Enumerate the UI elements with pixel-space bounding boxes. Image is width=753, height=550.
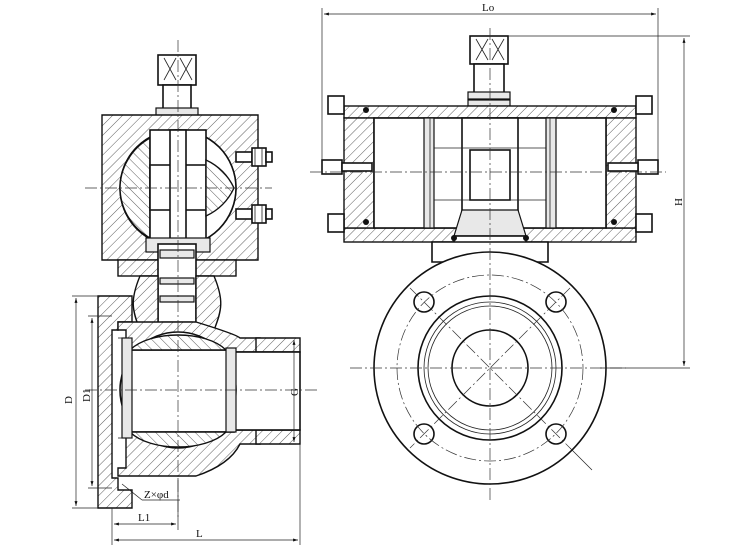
dim-label-g: G (289, 388, 301, 396)
left-dimensions: G D D1 L1 L Z×φd (63, 295, 301, 545)
dim-label-lo: Lo (482, 2, 495, 14)
dim-label-bolt: Z×φd (144, 489, 169, 501)
valve-body (97, 275, 301, 509)
left-section-view: G D D1 L1 L Z×φd (63, 40, 320, 545)
right-stem (467, 35, 511, 107)
stem-top (155, 54, 199, 125)
dim-label-d: D (63, 396, 75, 404)
bolt-circle (396, 274, 584, 462)
dim-label-d1: D1 (81, 389, 93, 402)
right-view: Lo H (310, 2, 690, 500)
bolt-diag-2 (409, 287, 571, 449)
dim-label-l: L (196, 528, 203, 540)
actuator-housing (101, 114, 259, 261)
dim-label-h: H (673, 198, 685, 206)
right-dimensions: Lo H (321, 2, 690, 369)
bolt-diag-1 (409, 287, 571, 449)
side-bolts (235, 147, 273, 224)
dim-label-l1: L1 (138, 512, 150, 524)
